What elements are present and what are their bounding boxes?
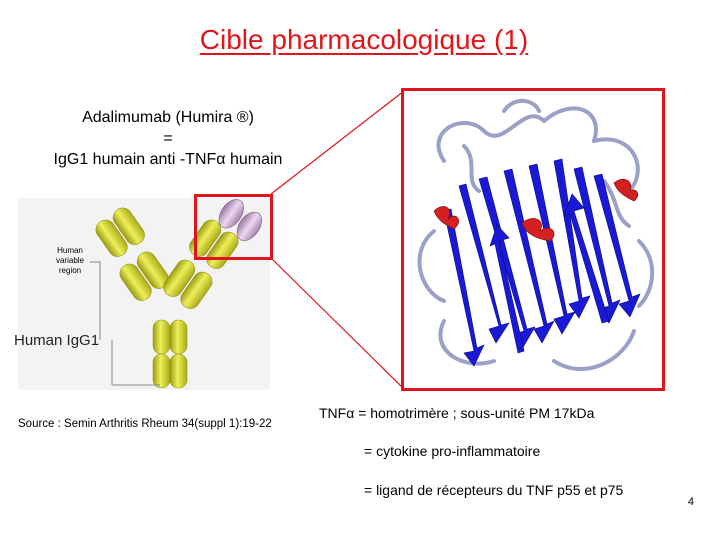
source-citation: Source : Semin Arthritis Rheum 34(suppl … — [18, 418, 272, 430]
tnf-ligand-text: = ligand de récepteurs du TNF p55 et p75 — [364, 482, 624, 498]
zoom-line-top — [270, 90, 405, 195]
tnf-structure-frame — [401, 88, 665, 391]
drug-description: IgG1 humain anti -TNFα humain — [53, 151, 283, 168]
slide-title: Cible pharmacologique (1) — [199, 24, 529, 55]
page-number: 4 — [687, 496, 694, 508]
human-igg1-label: Human IgG1 — [14, 332, 100, 349]
variable-region-highlight — [194, 194, 273, 260]
variable-region-tip — [218, 199, 262, 242]
zoom-line-bottom — [270, 257, 405, 390]
variable-region-label: Human variable region — [55, 246, 84, 275]
drug-equals: = — [163, 130, 173, 147]
tnf-homotrimer-text: TNFα = homotrimère ; sous-unité PM 17kDa — [319, 405, 595, 421]
drug-name: Adalimumab (Humira ®) — [82, 109, 254, 126]
tnf-cytokine-text: = cytokine pro-inflammatoire — [364, 443, 541, 459]
tnf-ribbon-structure — [417, 98, 655, 372]
